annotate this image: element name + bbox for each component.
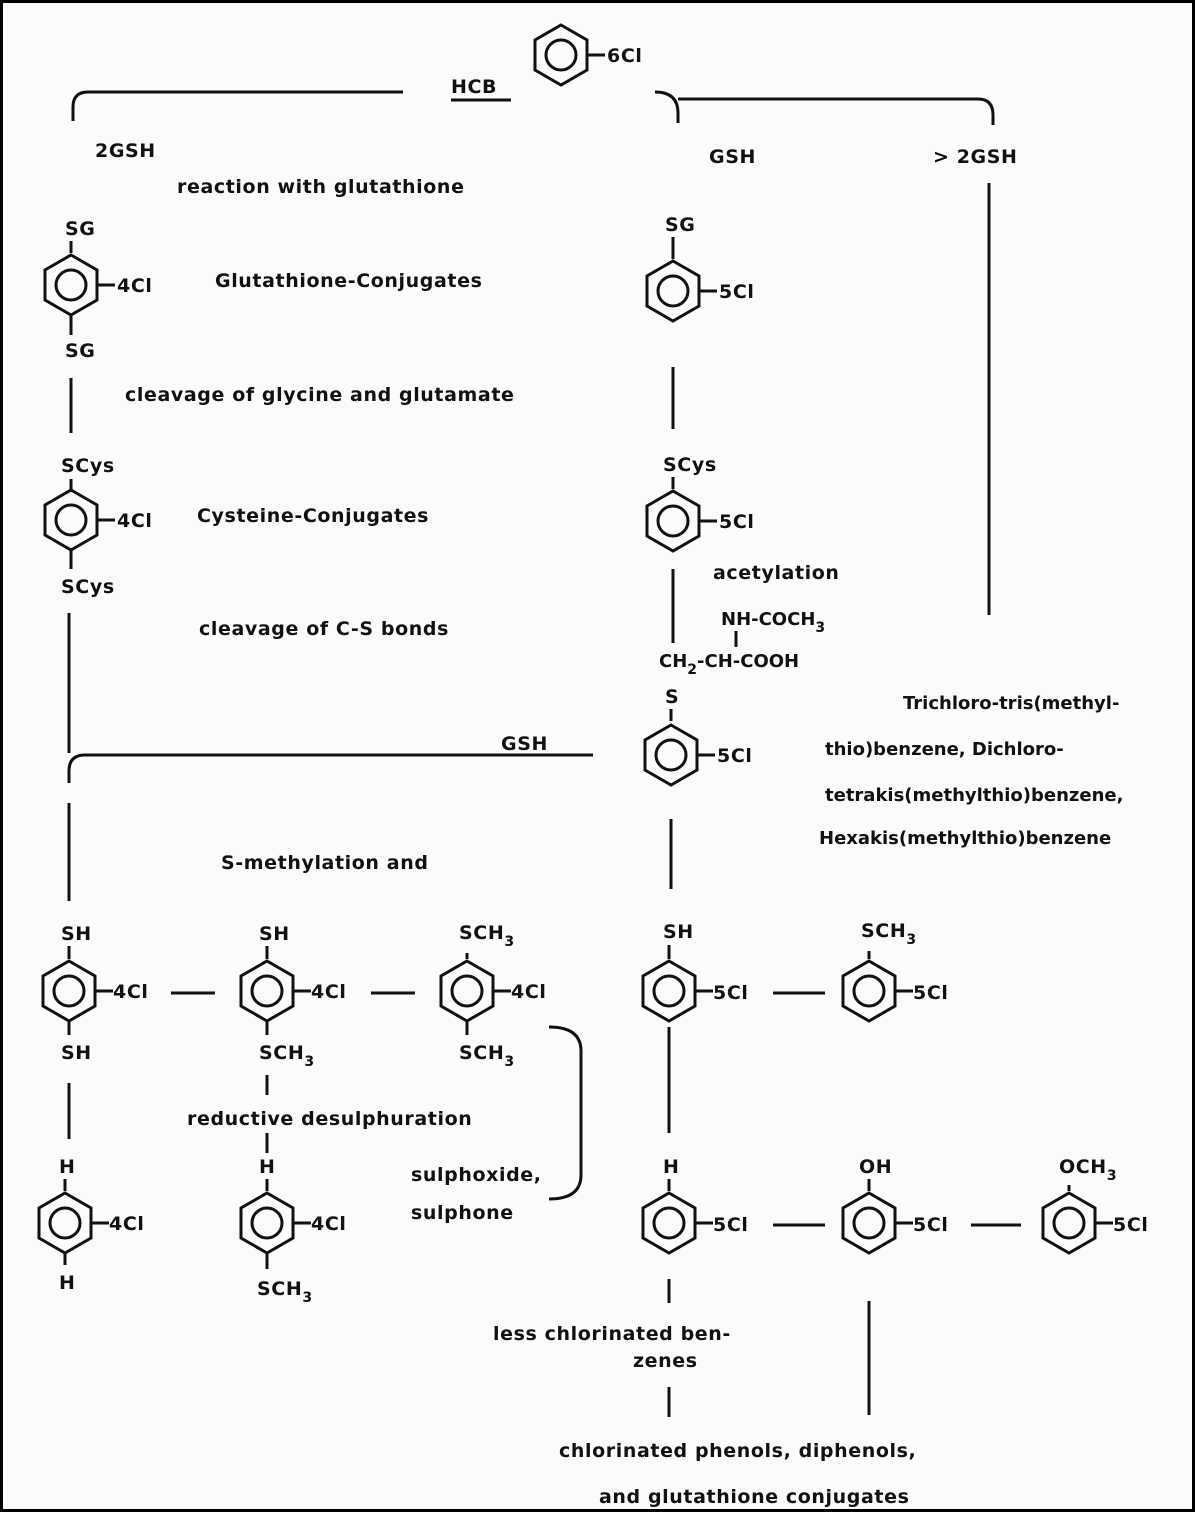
group-sch3-e2: SCH3 — [257, 1278, 313, 1306]
subst-5cl-h: 5Cl — [1113, 1214, 1148, 1236]
subst-5cl-f: 5Cl — [713, 1214, 748, 1236]
group-sh-b1: SH — [259, 923, 290, 945]
step-less-chlorinated-2: zenes — [633, 1350, 698, 1372]
subst-4cl-b: 4Cl — [117, 510, 152, 532]
group-sch3-b2: SCH3 — [259, 1042, 315, 1070]
step-cleavage-gly-glu: cleavage of glycine and glutamate — [125, 384, 515, 406]
right-product-3: tetrakis(methylthio)benzene, — [825, 785, 1123, 806]
group-scys-bottom: SCys — [61, 576, 115, 598]
ring-mid-cysteine — [645, 489, 717, 553]
group-sch3-mid: SCH3 — [861, 920, 917, 948]
ring-4cl-methylthio — [239, 1191, 311, 1255]
group-oh: OH — [859, 1156, 892, 1178]
branch-left-label: 2GSH — [95, 140, 156, 162]
hcb-label: HCB — [451, 76, 497, 98]
step-less-chlorinated-1: less chlorinated ben- — [493, 1323, 731, 1345]
ring-4cl-dimethylthio — [439, 959, 511, 1023]
gsh-join-line — [67, 753, 593, 783]
group-h-d2: H — [59, 1272, 76, 1294]
group-nh-coch3: NH-COCH3 — [721, 609, 825, 636]
group-ch2-ch-cooh: CH2-CH-COOH — [659, 651, 799, 678]
group-h-e1: H — [259, 1156, 276, 1178]
ring-left-glutathione — [43, 253, 115, 317]
subst-4cl-e: 4Cl — [511, 981, 546, 1003]
group-sg-mid: SG — [665, 214, 695, 236]
ring-mid-mercapturic — [643, 723, 715, 787]
hcb-metabolism-diagram: 6Cl HCB 2GSH GSH > 2GSH reaction with gl… — [37, 23, 1148, 1508]
hcb-ring — [533, 23, 605, 87]
step-final-2: and glutathione conjugates — [599, 1486, 910, 1508]
ring-pentachloroanisole — [1041, 1191, 1113, 1255]
branch-middle-line — [654, 90, 680, 123]
group-sh-a1: SH — [61, 923, 92, 945]
step-final-1: chlorinated phenols, diphenols, — [559, 1440, 916, 1462]
branch-middle-label: GSH — [709, 146, 756, 168]
group-h-mid: H — [663, 1156, 680, 1178]
step-cleavage-cs: cleavage of C-S bonds — [199, 618, 449, 640]
step-acetylation: acetylation — [713, 562, 840, 584]
subst-4cl-a: 4Cl — [117, 275, 152, 297]
subst-5cl-g: 5Cl — [913, 1214, 948, 1236]
step-cysteine-conjugates: Cysteine-Conjugates — [197, 505, 429, 527]
group-sg-bottom: SG — [65, 340, 95, 362]
gsh-join-label: GSH — [501, 733, 548, 755]
subst-5cl-e: 5Cl — [913, 982, 948, 1004]
branch-right-label: > 2GSH — [933, 146, 1018, 168]
subst-4cl-g: 4Cl — [311, 1213, 346, 1235]
ring-pentachlorobenzene — [641, 1191, 713, 1255]
step-sulphone: sulphone — [411, 1202, 514, 1224]
ring-pentachlorophenol — [841, 1191, 913, 1255]
step-sulphoxide: sulphoxide, — [411, 1164, 542, 1186]
branch-right-line — [678, 97, 995, 125]
subst-5cl-c: 5Cl — [717, 745, 752, 767]
hcb-substituent: 6Cl — [607, 45, 642, 67]
ring-left-cysteine — [43, 488, 115, 552]
group-sch3-c1: SCH3 — [459, 922, 515, 950]
group-sg-top: SG — [65, 218, 95, 240]
right-product-2: thio)benzene, Dichloro- — [825, 739, 1064, 760]
group-och3: OCH3 — [1059, 1156, 1117, 1184]
ring-mid-glutathione — [645, 259, 717, 323]
subst-4cl-d: 4Cl — [311, 981, 346, 1003]
ring-4cl-dithiol — [41, 959, 113, 1023]
branch-left-line — [71, 90, 403, 121]
group-scys-top: SCys — [61, 455, 115, 477]
ring-pentachlorothiophenol — [641, 959, 713, 1023]
sulphoxide-bracket — [548, 1025, 583, 1201]
step-reaction-glutathione: reaction with glutathione — [177, 176, 465, 198]
group-s-mid: S — [665, 686, 679, 708]
subst-4cl-f: 4Cl — [109, 1213, 144, 1235]
step-s-methylation: S-methylation and — [221, 852, 429, 874]
subst-4cl-c: 4Cl — [113, 981, 148, 1003]
group-scys-mid: SCys — [663, 454, 717, 476]
subst-5cl-d: 5Cl — [713, 982, 748, 1004]
right-product-4: Hexakis(methylthio)benzene — [819, 828, 1111, 849]
step-glutathione-conjugates: Glutathione-Conjugates — [215, 270, 482, 292]
group-sh-mid: SH — [663, 921, 694, 943]
ring-4cl-thiol-methylthio — [239, 959, 311, 1023]
step-reductive-desulph: reductive desulphuration — [187, 1108, 472, 1130]
ring-tetrachlorobenzene — [37, 1191, 109, 1255]
right-product-1: Trichloro-tris(methyl- — [903, 693, 1119, 714]
group-sch3-c2: SCH3 — [459, 1042, 515, 1070]
group-sh-a2: SH — [61, 1042, 92, 1064]
ring-pentachlorothioanisole — [841, 959, 913, 1023]
subst-5cl-a: 5Cl — [719, 281, 754, 303]
subst-5cl-b: 5Cl — [719, 511, 754, 533]
group-h-d1: H — [59, 1156, 76, 1178]
